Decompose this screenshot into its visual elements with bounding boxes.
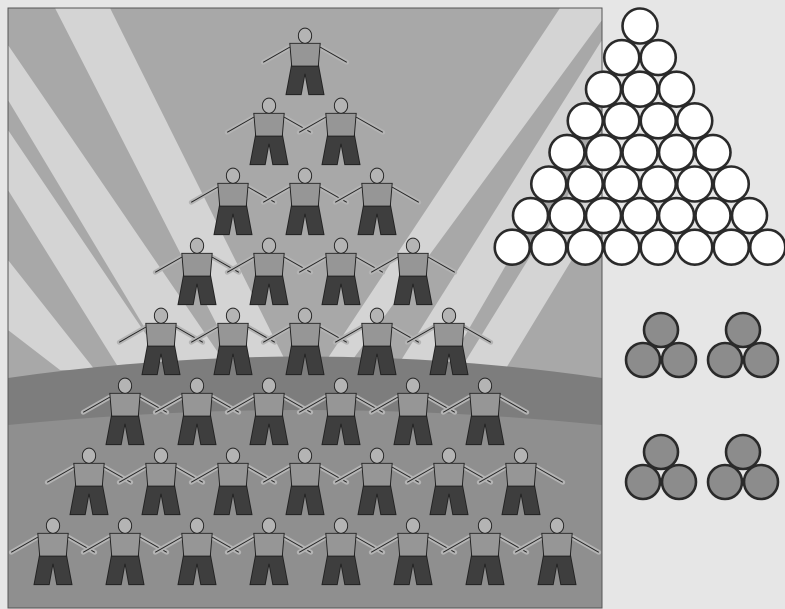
triangle-circle	[696, 135, 731, 170]
triangle-circle	[604, 103, 639, 138]
triangle-circle	[586, 135, 621, 170]
group-circle	[644, 435, 678, 469]
triangle-circle	[750, 230, 785, 265]
group-circle	[662, 465, 696, 499]
group-circle	[744, 343, 778, 377]
triangle-circle	[550, 135, 585, 170]
three-circle-groups	[626, 313, 778, 499]
group-circle	[708, 343, 742, 377]
triangle-circle	[659, 72, 694, 107]
triangle-circle	[586, 198, 621, 233]
triangle-circle	[677, 230, 712, 265]
triangle-circle	[604, 167, 639, 202]
triangle-circle	[531, 230, 566, 265]
triangle-circle	[641, 167, 676, 202]
triangle-circle	[623, 72, 658, 107]
three-circle-group	[708, 435, 778, 499]
triangle-circle	[641, 40, 676, 75]
triangle-circle	[531, 167, 566, 202]
triangle-circle	[659, 135, 694, 170]
group-circle	[662, 343, 696, 377]
triangle-circle	[586, 72, 621, 107]
triangle-circle	[696, 198, 731, 233]
triangle-circle	[495, 230, 530, 265]
triangle-circle	[550, 198, 585, 233]
group-circle	[708, 465, 742, 499]
group-circle	[726, 435, 760, 469]
triangle-circle	[513, 198, 548, 233]
triangle-circle	[714, 167, 749, 202]
three-circle-group	[626, 313, 696, 377]
triangle-circle	[568, 167, 603, 202]
group-circle	[744, 465, 778, 499]
triangle-circle	[623, 9, 658, 44]
group-circle	[626, 343, 660, 377]
group-circle	[644, 313, 678, 347]
group-circle	[626, 465, 660, 499]
triangle-circle	[623, 135, 658, 170]
triangle-circle	[659, 198, 694, 233]
triangle-circle	[641, 230, 676, 265]
triangle-circle	[677, 103, 712, 138]
triangle-circle	[714, 230, 749, 265]
triangle-circle	[732, 198, 767, 233]
three-circle-group	[708, 313, 778, 377]
group-circle	[726, 313, 760, 347]
triangle-circle	[677, 167, 712, 202]
triangle-circle	[604, 230, 639, 265]
acrobat-pyramid-illustration	[8, 8, 602, 608]
triangle-circle	[568, 230, 603, 265]
triangle-circle	[623, 198, 658, 233]
triangle-circle	[604, 40, 639, 75]
three-circle-group	[626, 435, 696, 499]
triangle-circle	[568, 103, 603, 138]
triangle-circle	[641, 103, 676, 138]
